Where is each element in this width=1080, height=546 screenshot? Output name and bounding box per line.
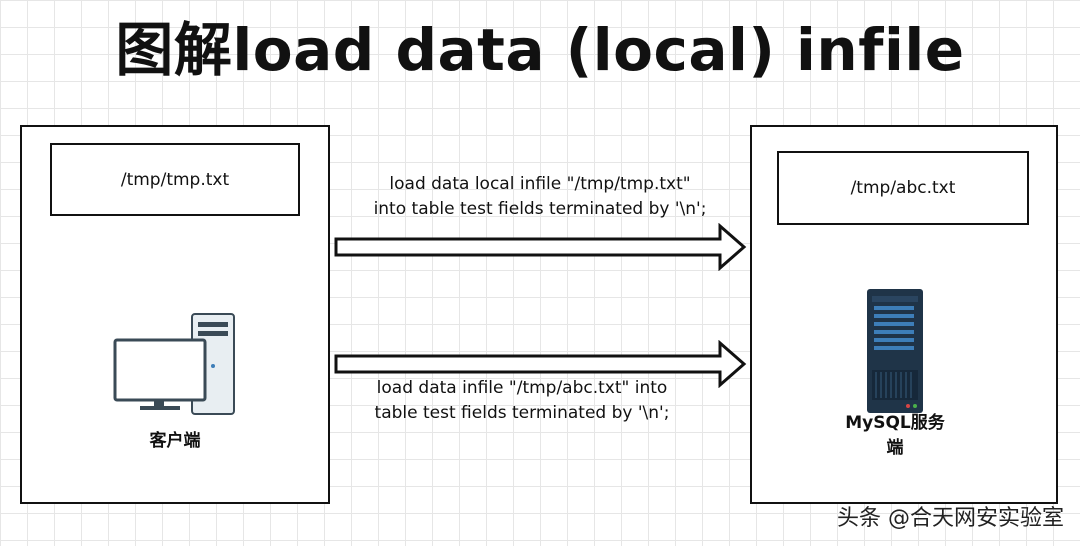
desktop-computer-icon xyxy=(112,310,236,420)
server-label: MySQL服务 端 xyxy=(820,411,970,461)
client-label: 客户端 xyxy=(149,431,201,451)
server-file-arrow xyxy=(334,339,748,392)
server-command-line1: load data infile "/tmp/abc.txt" into xyxy=(376,378,668,398)
server-infile-command: load data infile "/tmp/abc.txt" into tab… xyxy=(322,376,722,426)
server-rack-icon xyxy=(866,288,924,418)
server-label-line1: MySQL服务 xyxy=(845,413,945,433)
server-command-line2: table test fields terminated by '\n'; xyxy=(374,403,670,423)
local-command-line2: into table test fields terminated by '\n… xyxy=(373,199,707,219)
server-label-line2: 端 xyxy=(886,438,904,458)
watermark: 头条 @合天网安实验室 xyxy=(837,500,1064,532)
watermark-handle: @合天网安实验室 xyxy=(887,506,1064,531)
server-file-path: /tmp/abc.txt xyxy=(850,178,956,198)
client-to-server-arrow xyxy=(334,222,748,275)
client-file-box: /tmp/tmp.txt xyxy=(50,143,300,216)
local-infile-command: load data local infile "/tmp/tmp.txt" in… xyxy=(340,172,740,222)
local-command-line1: load data local infile "/tmp/tmp.txt" xyxy=(389,174,691,194)
server-file-box: /tmp/abc.txt xyxy=(777,151,1029,225)
watermark-prefix: 头条 xyxy=(836,506,888,531)
client-file-path: /tmp/tmp.txt xyxy=(120,169,230,190)
diagram-title: 图解load data (local) infile xyxy=(115,16,965,84)
